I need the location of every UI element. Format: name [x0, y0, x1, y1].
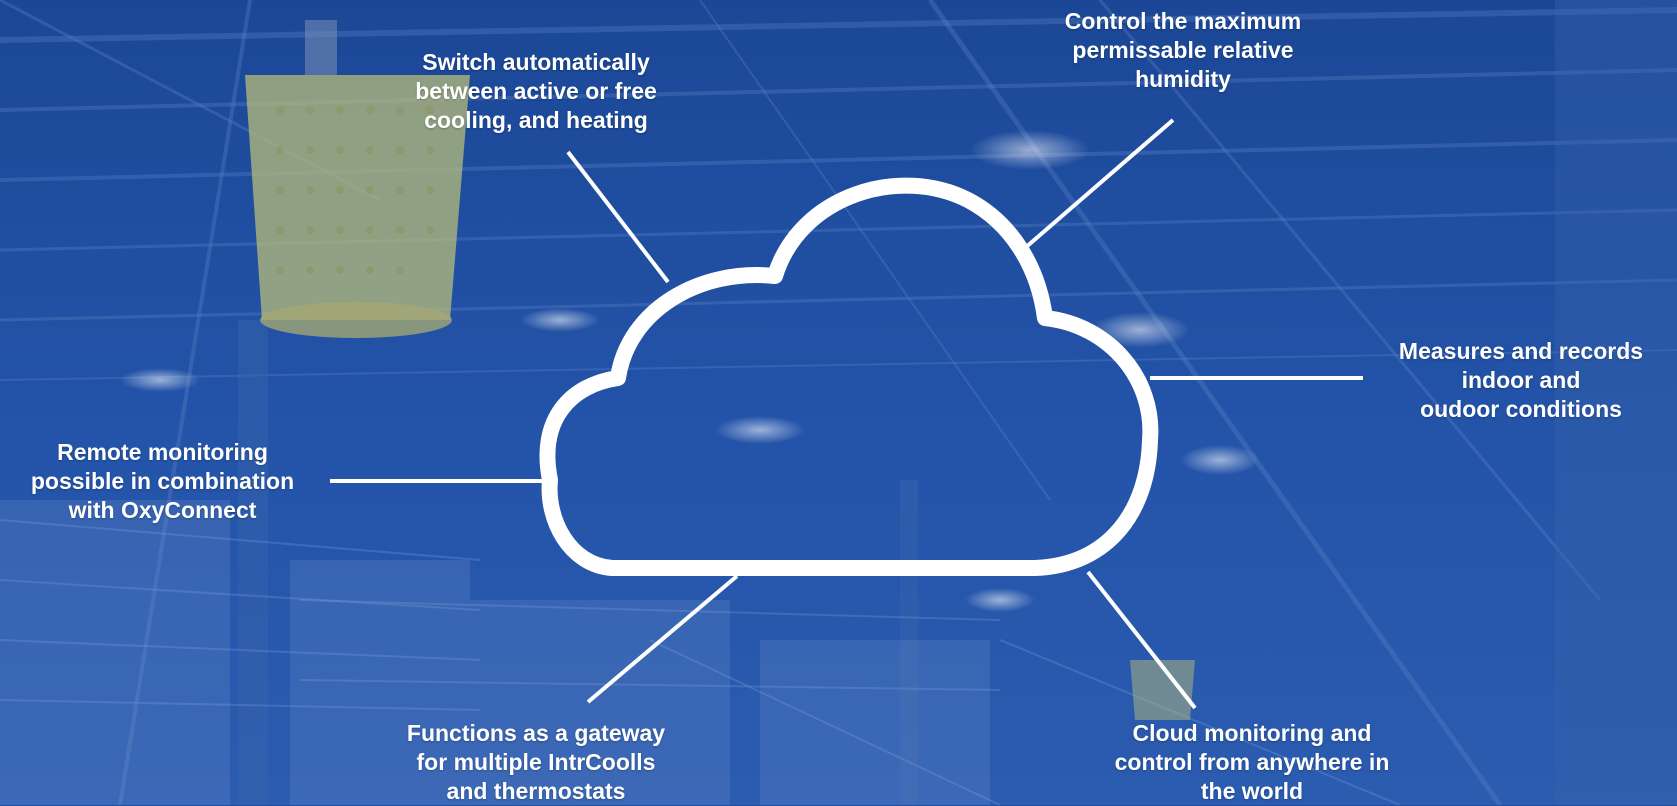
feature-label-line: Measures and records — [1398, 338, 1644, 364]
feature-label-humidity-control: Control the maximum permissable relative… — [1013, 7, 1353, 94]
stacked-pallets — [0, 500, 990, 805]
feature-label-switch-modes: Switch automatically between active or f… — [366, 48, 706, 135]
cooler-unit-small — [1130, 660, 1195, 720]
cooler-unit — [245, 20, 470, 338]
feature-label-line: Cloud monitoring and — [1132, 720, 1372, 746]
feature-label-remote-monitoring: Remote monitoring possible in combinatio… — [0, 438, 325, 525]
feature-label-line: for multiple IntrCoolls — [416, 749, 656, 775]
feature-label-line: and thermostats — [446, 778, 626, 804]
feature-label-line: cooling, and heating — [424, 107, 648, 133]
ceiling-lights — [120, 130, 1260, 612]
feature-label-line: the world — [1200, 778, 1304, 804]
feature-label-line: control from anywhere in — [1114, 749, 1390, 775]
feature-label-measures-records: Measures and records indoor and oudoor c… — [1365, 337, 1677, 424]
connector-cloudmon — [1086, 570, 1197, 710]
feature-label-line: between active or free — [415, 78, 657, 104]
feature-label-line: Switch automatically — [422, 49, 650, 75]
connector-humidity — [1023, 118, 1175, 250]
feature-label-line: Functions as a gateway — [406, 720, 666, 746]
shelving — [0, 519, 1401, 805]
feature-label-line: possible in combination — [30, 468, 295, 494]
feature-label-line: oudoor conditions — [1420, 396, 1622, 422]
feature-label-line: permissable relative — [1072, 37, 1294, 63]
feature-label-line: humidity — [1135, 66, 1231, 92]
connector-gateway — [586, 574, 739, 704]
feature-label-cloud-monitoring: Cloud monitoring and control from anywhe… — [1072, 719, 1432, 806]
feature-label-line: Control the maximum — [1064, 8, 1302, 34]
feature-label-line: indoor and — [1461, 367, 1581, 393]
feature-label-line: Remote monitoring — [57, 439, 268, 465]
feature-label-line: with OxyConnect — [68, 497, 257, 523]
feature-label-gateway: Functions as a gateway for multiple Intr… — [366, 719, 706, 806]
connector-lines — [330, 118, 1363, 710]
connector-switch — [566, 150, 670, 284]
cloud-icon — [539, 177, 1159, 576]
